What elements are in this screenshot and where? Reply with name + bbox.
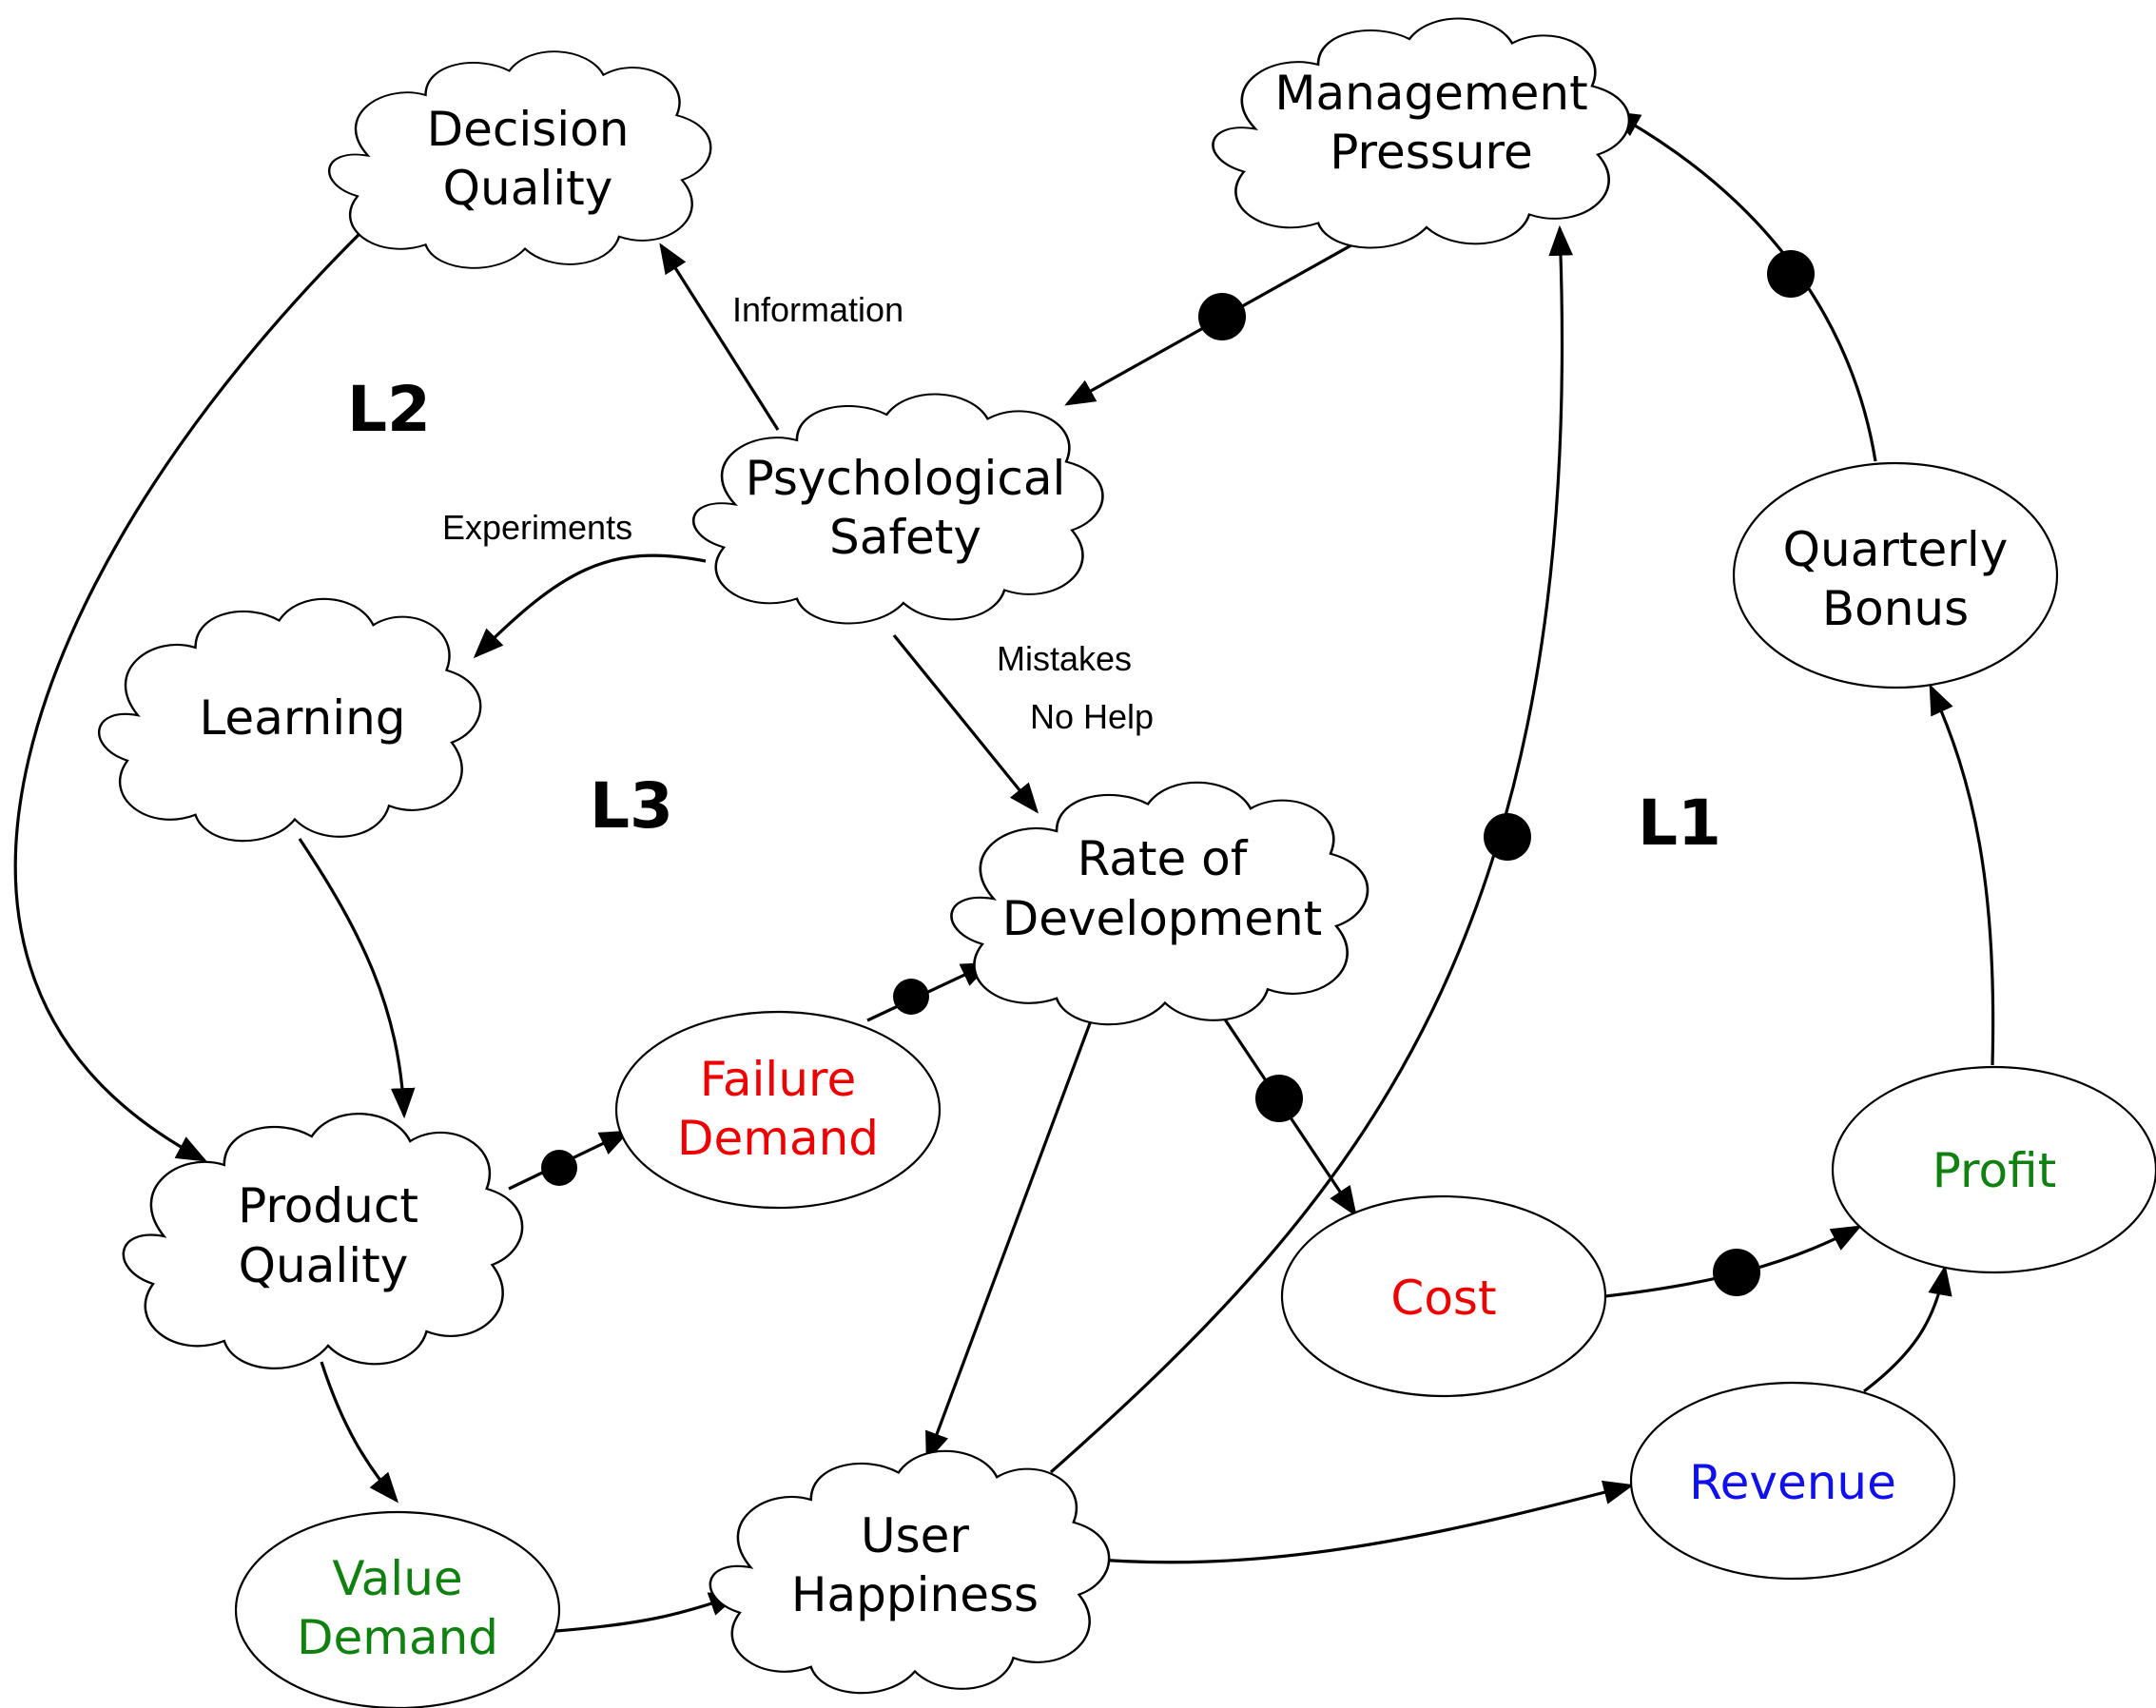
ellipse-shape (1831, 1065, 2156, 1274)
node-label-line: Product (238, 1178, 418, 1233)
node-label-line: User (861, 1508, 969, 1563)
node-product-quality: Product Quality (122, 1112, 524, 1370)
ellipse-shape (1732, 461, 2059, 689)
inverse-link-dot (1767, 250, 1815, 298)
node-value-demand: Value Demand (234, 1510, 561, 1708)
edge-label-experiments: Experiments (442, 508, 632, 547)
node-label-line: Learning (199, 690, 405, 746)
node-label-line: Profit (1933, 1143, 2056, 1198)
ellipse-shape (1629, 1381, 1956, 1581)
edge-quarterly-bonus-to-management-pressure (1609, 110, 1877, 462)
node-user-happiness: User Happiness (709, 1449, 1111, 1695)
node-label-line: Quarterly (1783, 522, 2009, 577)
node-label-line: Demand (677, 1111, 879, 1166)
edge-user-happiness-to-revenue (1067, 1480, 1635, 1564)
edge-profit-to-quarterly-bonus (1929, 684, 1995, 1066)
node-label-line: Revenue (1689, 1455, 1896, 1510)
edge-decision-quality-to-product-quality (13, 223, 370, 1162)
node-label-line: Failure (700, 1052, 857, 1107)
node-label-line: Value (332, 1551, 462, 1606)
ellipse-shape (1280, 1194, 1607, 1398)
node-management-pressure: Management Pressure (1212, 17, 1631, 249)
inverse-link-dot (893, 979, 929, 1015)
loop-labels: L1 L2 L3 (347, 373, 1721, 860)
edge-labels: Information Experiments Mistakes No Help (442, 290, 1154, 736)
node-failure-demand: Failure Demand (614, 1010, 942, 1210)
edge-safety-to-rate-of-development (892, 633, 1039, 814)
node-learning: Learning (97, 597, 482, 843)
edge-user-happiness-to-management-pressure (1049, 224, 1573, 1474)
inverse-link-markers (541, 250, 1815, 1296)
edge-revenue-to-profit (1863, 1264, 1952, 1393)
node-label-line: Cost (1390, 1271, 1496, 1326)
node-label-line: Happiness (791, 1567, 1039, 1622)
edge-learning-to-product-quality (298, 838, 416, 1119)
node-psychological-safety: Psychological Safety (691, 393, 1104, 625)
node-profit: Profit (1831, 1065, 2156, 1274)
loop-label-l3: L3 (590, 769, 673, 843)
node-cost: Cost (1280, 1194, 1607, 1398)
node-revenue: Revenue (1629, 1381, 1956, 1581)
edge-safety-to-learning (473, 553, 707, 659)
loop-label-l1: L1 (1638, 786, 1721, 860)
edge-value-demand-to-user-happiness (555, 1592, 741, 1633)
cloud-shape (327, 49, 712, 270)
node-quarterly-bonus: Quarterly Bonus (1732, 461, 2059, 689)
edge-label-mistakes: Mistakes (997, 639, 1132, 678)
cloud-shape (691, 393, 1104, 625)
edge-safety-to-decision-quality (659, 243, 780, 431)
ellipse-shape (234, 1510, 561, 1708)
node-label-line: Demand (297, 1610, 498, 1665)
node-label-line: Bonus (1822, 581, 1969, 636)
node-rate-of-development: Rate of Development (950, 781, 1369, 1026)
nodes: Decision Quality Management Pressure Psy… (97, 17, 2156, 1708)
inverse-link-dot (541, 1150, 577, 1186)
node-label-line: Quality (443, 161, 613, 216)
node-label-line: Quality (239, 1238, 409, 1293)
node-label-line: Pressure (1330, 125, 1533, 180)
loop-label-l2: L2 (347, 373, 431, 446)
edge-label-no-help: No Help (1030, 697, 1154, 736)
inverse-link-dot (1255, 1075, 1303, 1122)
node-label-line: Rate of (1078, 831, 1249, 886)
node-decision-quality: Decision Quality (327, 49, 712, 270)
node-label-line: Decision (427, 102, 630, 157)
inverse-link-dot (1484, 813, 1531, 861)
node-label-line: Psychological (746, 451, 1066, 506)
edge-label-information: Information (732, 290, 903, 329)
node-label-line: Management (1274, 66, 1587, 121)
inverse-link-dot (1713, 1249, 1760, 1296)
edge-product-quality-to-value-demand (320, 1361, 399, 1504)
node-label-line: Development (1002, 891, 1323, 946)
edge-rate-of-development-to-user-happiness (925, 1007, 1097, 1463)
node-label-line: Safety (829, 510, 981, 565)
inverse-link-dot (1198, 293, 1246, 340)
ellipse-shape (614, 1010, 942, 1210)
